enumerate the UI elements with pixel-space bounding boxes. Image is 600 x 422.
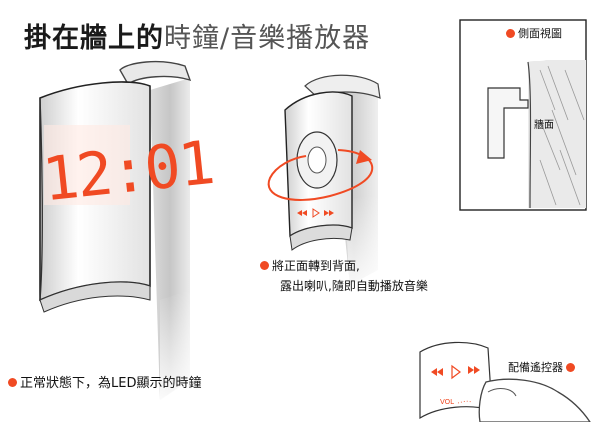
page-title: 掛在牆上的時鐘/音樂播放器 — [24, 16, 370, 55]
remote-volume-label: VOL — [440, 398, 454, 406]
device-playback-icons — [297, 208, 334, 218]
caption-rotate: 將正面轉到背面, 露出喇叭,隨即自動播放音樂 — [260, 256, 428, 296]
caption-normal-text: 正常狀態下，為LED顯示的時鐘 — [20, 376, 202, 391]
fast-forward-icon — [324, 210, 334, 216]
main-clock-device — [39, 61, 192, 410]
title-part-1: 掛在牆上的 — [24, 23, 164, 54]
caption-rotate-line2: 露出喇叭,隨即自動播放音樂 — [280, 279, 428, 293]
remote-label: 配備遙控器 — [508, 361, 563, 374]
caption-normal-state: 正常狀態下，為LED顯示的時鐘 — [8, 373, 201, 395]
rotated-device — [284, 74, 381, 300]
bullet-dot — [8, 378, 17, 387]
wall-label: 牆面 — [534, 118, 554, 131]
caption-side-view: 側面視圖 — [506, 26, 562, 42]
bullet-dot — [566, 362, 575, 372]
caption-rotate-line1: 將正面轉到背面, — [272, 259, 360, 273]
play-icon — [312, 208, 320, 218]
side-view-panel — [459, 19, 587, 211]
bullet-dot — [260, 261, 269, 270]
play-icon — [451, 364, 461, 380]
bullet-dot — [506, 28, 515, 38]
side-view-label: 側面視圖 — [518, 27, 562, 40]
rewind-icon — [297, 210, 307, 216]
rewind-icon — [431, 368, 443, 376]
caption-remote: 配備遙控器 — [508, 360, 578, 376]
title-part-2: 時鐘/音樂播放器 — [164, 23, 371, 54]
remote-buttons — [431, 364, 480, 380]
remote-control: VOL — [419, 341, 591, 422]
rotate-arrow-icon — [267, 149, 374, 201]
fast-forward-icon — [468, 366, 480, 374]
